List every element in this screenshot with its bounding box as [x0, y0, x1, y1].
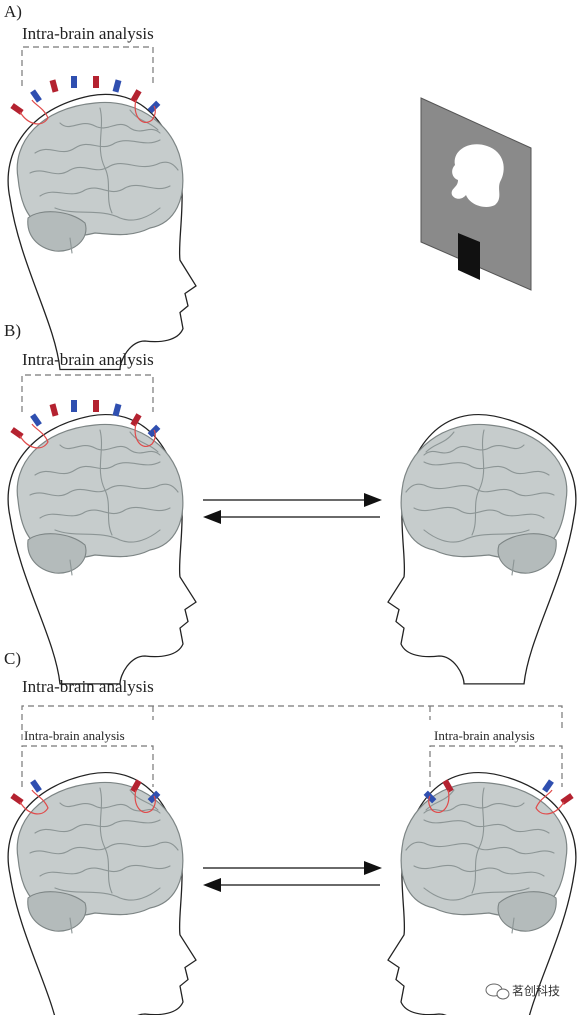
panel-b-bracket [21, 374, 154, 412]
panel-c-arrows [203, 861, 382, 892]
panel-c-left-bracket [21, 745, 154, 787]
panel-c-left-analysis-label: Intra-brain analysis [24, 728, 125, 743]
panel-c-outer-bracket [21, 705, 563, 740]
panel-b-right-head [387, 413, 577, 685]
panel-c: C) Intra-brain analysis Intra-brain anal… [4, 649, 577, 1015]
panel-c-label: C) [4, 649, 21, 668]
panel-b-arrows [203, 493, 382, 524]
screen-with-face [420, 97, 532, 291]
panel-c-right-bracket [429, 745, 563, 787]
panel-a-analysis-label: Intra-brain analysis [22, 24, 154, 43]
panel-b-label: B) [4, 321, 21, 340]
panel-a-label: A) [4, 2, 22, 21]
panel-b: B) Intra-brain analysis [4, 321, 577, 685]
panel-c-analysis-label: Intra-brain analysis [22, 677, 154, 696]
chat-bubble-icon [485, 983, 510, 1000]
panel-c-left-head [7, 771, 197, 1015]
panel-b-analysis-label: Intra-brain analysis [22, 350, 154, 369]
panel-a-head [7, 75, 197, 371]
panel-a: A) Intra-brain analysis [4, 2, 532, 371]
panel-a-bracket [21, 46, 154, 86]
watermark: 茗创科技 [485, 983, 560, 1000]
panel-c-right-analysis-label: Intra-brain analysis [434, 728, 535, 743]
panel-b-left-head [7, 399, 197, 685]
panel-c-right-head [387, 771, 577, 1015]
watermark-text: 茗创科技 [512, 984, 560, 998]
